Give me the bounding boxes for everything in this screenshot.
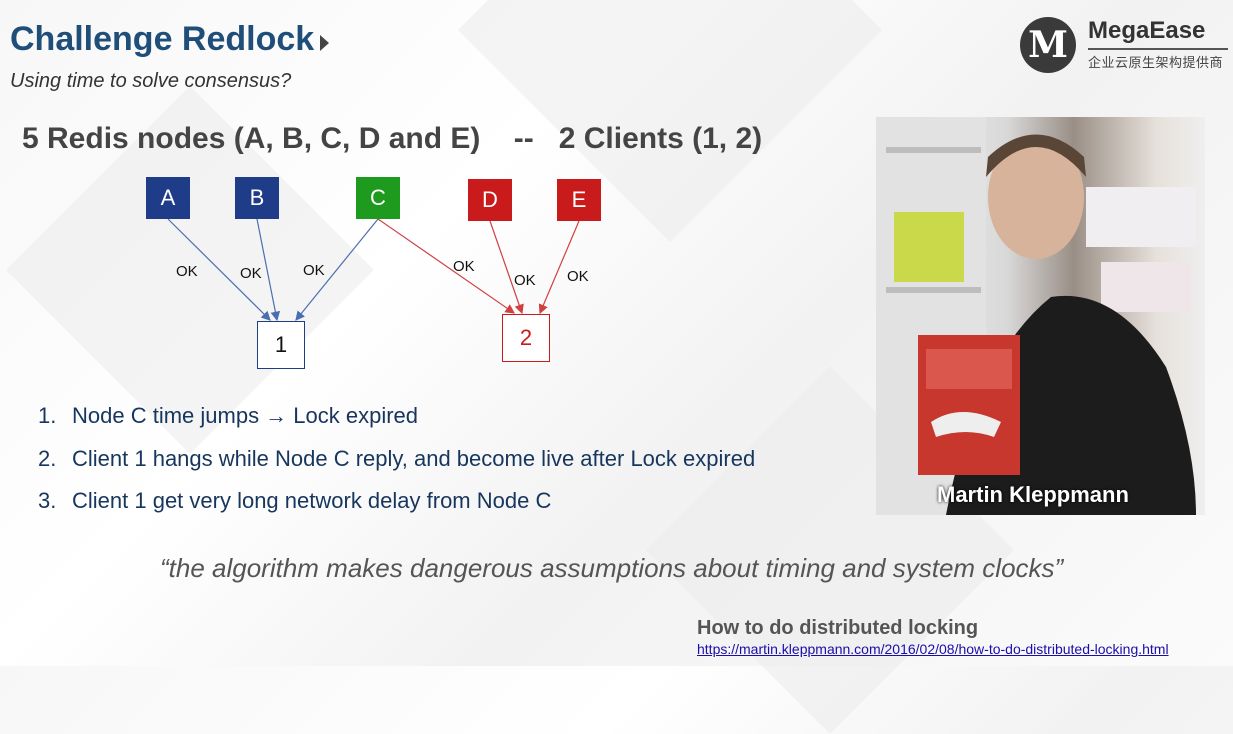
edge-e-2 — [538, 220, 580, 315]
slide-subtitle: Using time to solve consensus? — [10, 70, 292, 92]
reference-title: How to do distributed locking — [697, 617, 979, 639]
edge-c-1 — [295, 218, 379, 321]
logo-circle-icon — [1020, 17, 1076, 73]
logo-mark: M — [1028, 24, 1068, 66]
list-number: 1. — [38, 403, 57, 428]
list-item: 2. Client 1 hangs while Node C reply, and… — [38, 446, 755, 472]
logo-tagline: 企业云原生架构提供商 — [1088, 55, 1224, 70]
edge-label-c2: OK — [453, 258, 475, 275]
redis-node-c: C — [356, 177, 400, 219]
list-number: 2. — [38, 446, 57, 471]
speaker-photo: Martin Kleppmann — [876, 117, 1205, 515]
list-text: Node C time jumps → Lock expired — [72, 403, 419, 428]
list-number: 3. — [38, 488, 57, 513]
list-text: Client 1 get very long network delay fro… — [72, 488, 552, 513]
logo-divider — [1088, 48, 1228, 50]
play-arrow-icon — [320, 35, 329, 51]
redis-node-d: D — [468, 179, 512, 221]
section-heading: 5 Redis nodes (A, B, C, D and E) -- 2 Cl… — [22, 122, 763, 155]
logo-name: MegaEase — [1088, 17, 1206, 44]
edge-d-2 — [489, 220, 524, 315]
photo-caption: Martin Kleppmann — [937, 482, 1129, 507]
quote-text: “the algorithm makes dangerous assumptio… — [160, 553, 1064, 583]
slide-title: Challenge Redlock — [10, 20, 315, 58]
reference-link[interactable]: https://martin.kleppmann.com/2016/02/08/… — [697, 641, 1169, 657]
redis-node-b: B — [235, 177, 279, 219]
redis-node-e: E — [557, 179, 601, 221]
edge-a-1 — [167, 218, 271, 321]
photo-illustration — [876, 117, 1196, 515]
edge-b-1 — [256, 218, 281, 322]
megaease-logo: M MegaEase 企业云原生架构提供商 — [1020, 15, 1230, 75]
edge-label-e: OK — [567, 268, 589, 285]
list-item: 3. Client 1 get very long network delay f… — [38, 488, 551, 514]
client-2: 2 — [502, 314, 550, 362]
client-1: 1 — [257, 321, 305, 369]
edge-label-d: OK — [514, 272, 536, 289]
redis-node-a: A — [146, 177, 190, 219]
list-text: Client 1 hangs while Node C reply, and b… — [72, 446, 756, 471]
diagram-edges — [167, 218, 580, 322]
list-item: 1. Node C time jumps → Lock expired — [38, 403, 418, 429]
edge-c-2 — [377, 218, 515, 314]
edge-label-c1: OK — [303, 262, 325, 279]
edge-label-b: OK — [240, 265, 262, 282]
edge-label-a: OK — [176, 263, 198, 280]
